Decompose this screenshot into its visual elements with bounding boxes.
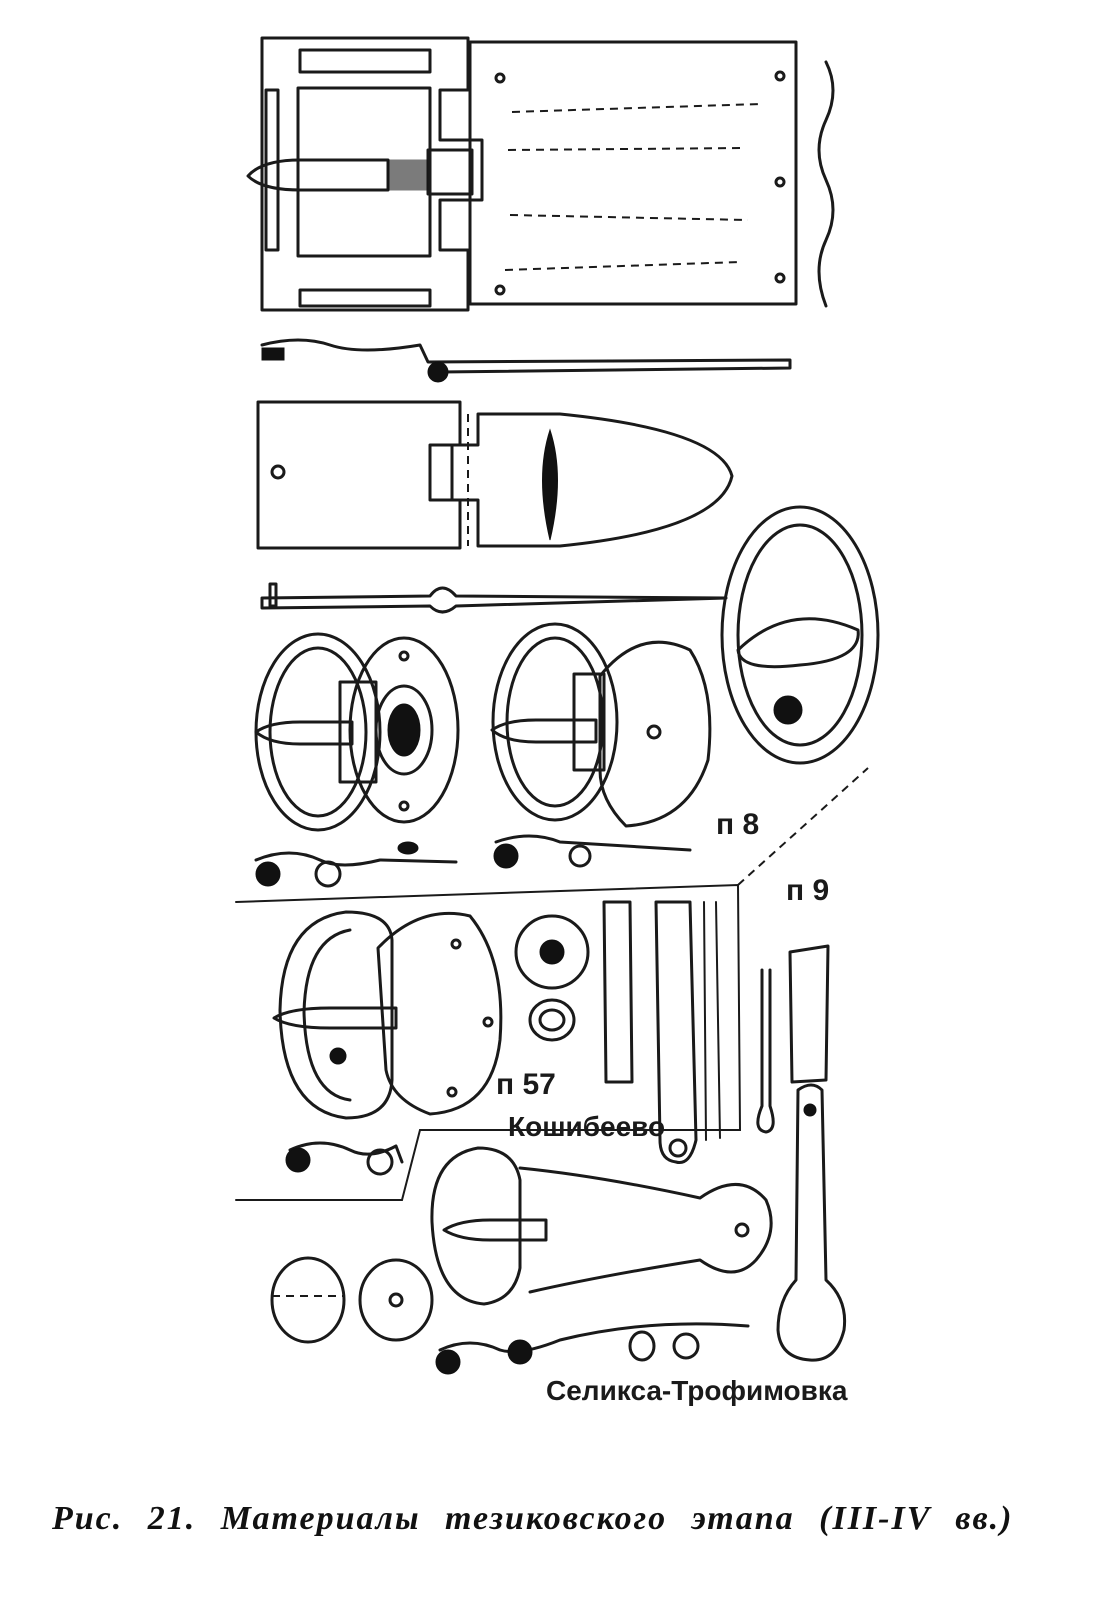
label-n57: п 57 [496,1068,556,1101]
buckle-n57 [272,910,503,1120]
buckle-n57-profile [285,1141,404,1176]
buckle-profiles-row [254,834,692,888]
buckle-seliksa-profile [435,1322,750,1375]
small-plates-seliksa [270,1256,434,1344]
large-buckle-with-plate [246,36,835,312]
buckle-with-oval-plate [490,622,712,828]
strap-end-tip [256,400,734,550]
label-seliksa-trofimovka: Селикса-Трофимовка [546,1375,848,1406]
strap-end-profile [260,582,728,614]
group-divider-line [235,883,742,1201]
group-divider-dashed [737,767,869,886]
label-koshibeevo: Кошибеево [508,1111,665,1142]
round-pendant [514,914,590,1042]
label-n9: п 9 [786,874,829,907]
label-n8: п 8 [716,808,759,841]
long-strap-ends-koshibeevo [602,900,775,1165]
long-strap-end-n9 [776,944,847,1362]
buckle-with-round-plate [254,632,460,832]
figure-caption: Рис. 21. Материалы тезиковского этапа (I… [52,1500,1014,1537]
large-buckle-profile [260,338,792,383]
oval-ring-buckle [720,505,880,765]
buckle-seliksa [430,1146,773,1306]
